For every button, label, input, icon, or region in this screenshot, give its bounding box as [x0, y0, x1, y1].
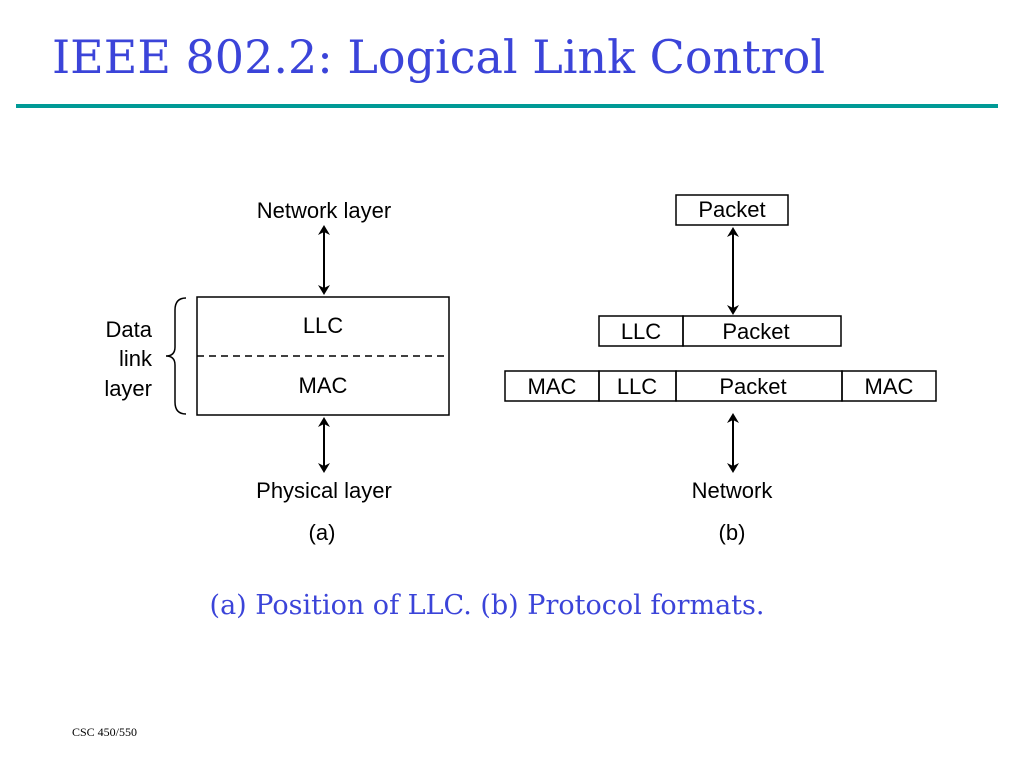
figure-caption: (a) Position of LLC. (b) Protocol format…	[209, 590, 765, 621]
data-link-brace	[165, 297, 187, 415]
llc-frame-packet-cell	[682, 315, 842, 347]
mac-frame-mac-trailer-cell	[841, 370, 937, 402]
mac-frame-packet-label: Packet	[719, 374, 786, 399]
data-link-label-line1: Data	[106, 317, 153, 342]
llc-frame-packet-label: Packet	[722, 319, 789, 344]
llc-frame-row: LLC Packet	[598, 315, 842, 347]
figure-a-label: (a)	[309, 520, 336, 545]
packet-box-top	[675, 194, 789, 226]
figure-b: Packet LLC Packet MAC LLC Packet MAC Net…	[504, 194, 937, 545]
figure-b-label: (b)	[719, 520, 746, 545]
packet-top-label: Packet	[698, 197, 765, 222]
network-layer-label: Network layer	[257, 198, 391, 223]
mac-sublayer-label: MAC	[299, 373, 348, 398]
footer-course-label: CSC 450/550	[72, 725, 138, 739]
llc-frame-llc-label: LLC	[621, 319, 661, 344]
physical-layer-label: Physical layer	[256, 478, 392, 503]
mac-frame-row: MAC LLC Packet MAC	[504, 370, 937, 402]
data-link-label-line3: layer	[104, 376, 152, 401]
data-link-label-line2: link	[119, 346, 153, 371]
slide-title: IEEE 802.2: Logical Link Control	[52, 30, 826, 84]
llc-sublayer-label: LLC	[303, 313, 343, 338]
mac-frame-llc-label: LLC	[617, 374, 657, 399]
title-rule	[16, 104, 998, 108]
mac-frame-mac-header-label: MAC	[528, 374, 577, 399]
mac-frame-mac-trailer-label: MAC	[865, 374, 914, 399]
network-label: Network	[692, 478, 774, 503]
figure-a: Network layer LLC MAC Data link layer Ph…	[104, 198, 450, 545]
